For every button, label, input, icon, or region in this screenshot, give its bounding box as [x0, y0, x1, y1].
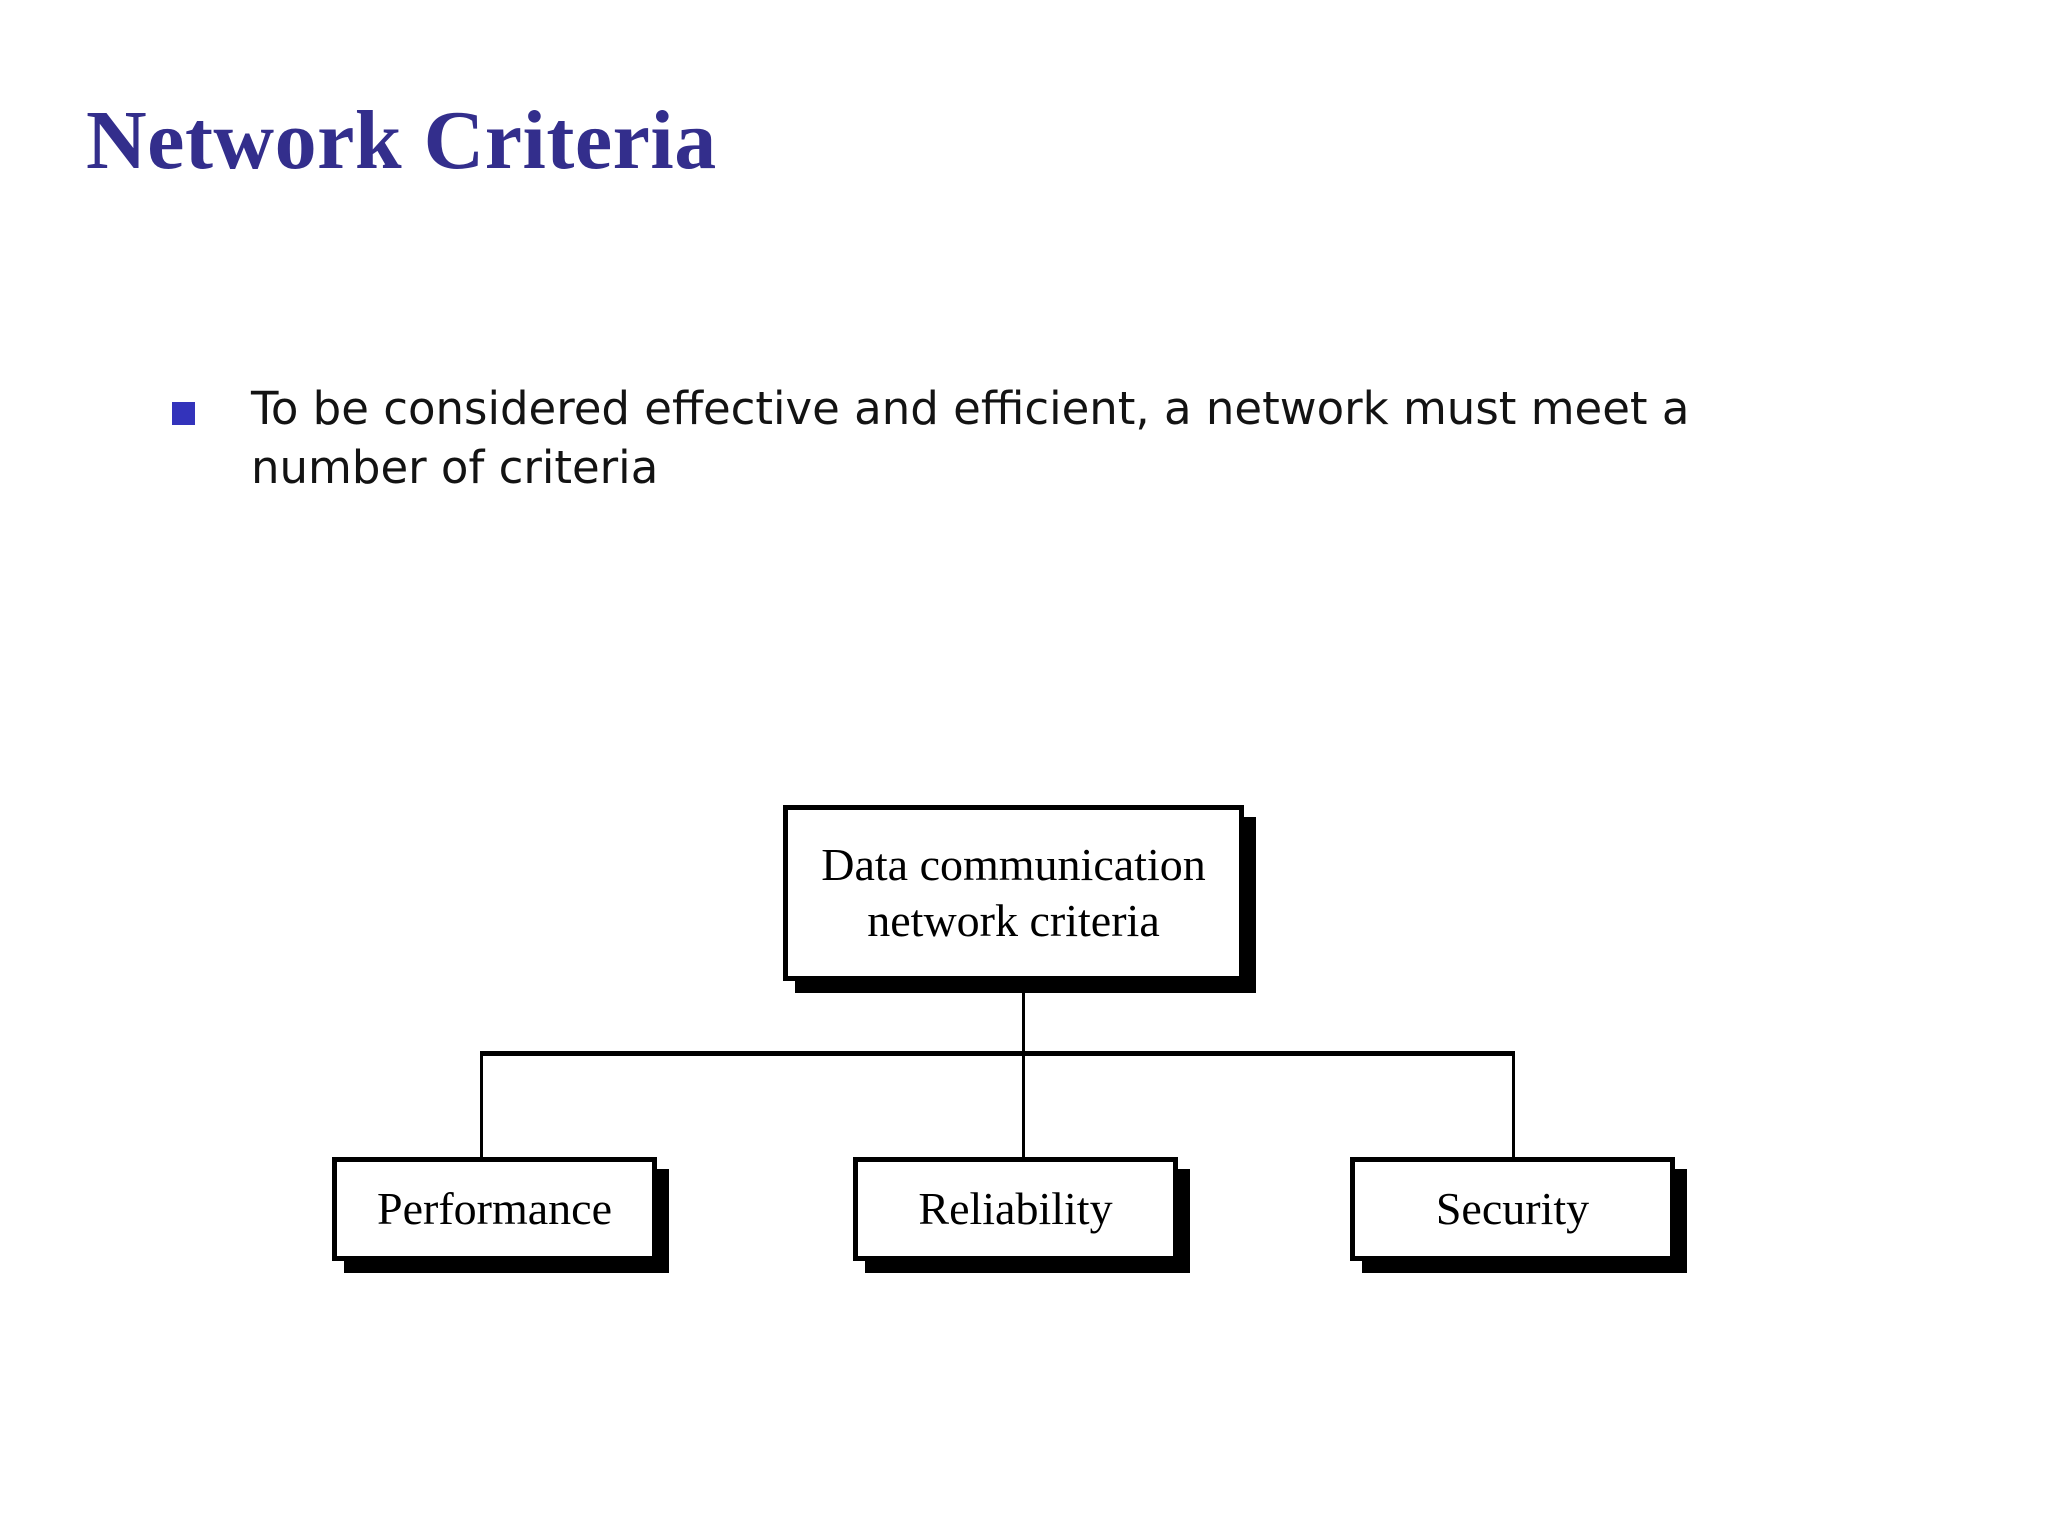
diagram-node-security: Security	[1350, 1157, 1675, 1261]
page-title: Network Criteria	[86, 94, 717, 187]
diagram-node-reliability: Reliability	[853, 1157, 1178, 1261]
edge-root-to-reliability	[1022, 981, 1025, 1158]
square-bullet-icon	[172, 402, 195, 425]
diagram-node-root-line2: network criteria	[867, 895, 1160, 946]
diagram-node-root: Data communication network criteria	[783, 805, 1244, 981]
edge-root-to-performance	[480, 1051, 483, 1158]
diagram-node-security-label: Security	[1435, 1182, 1590, 1234]
bullet-list-item: To be considered effective and efficient…	[172, 380, 1792, 497]
diagram-node-performance: Performance	[332, 1157, 657, 1261]
edge-horizontal-bus	[480, 1051, 1515, 1056]
diagram-node-reliability-label: Reliability	[918, 1182, 1113, 1234]
bullet-item-text: To be considered effective and efficient…	[251, 382, 1690, 494]
diagram-node-root-line1: Data communication	[821, 838, 1206, 890]
edge-root-to-security	[1512, 1051, 1515, 1158]
diagram-node-performance-label: Performance	[377, 1182, 612, 1234]
